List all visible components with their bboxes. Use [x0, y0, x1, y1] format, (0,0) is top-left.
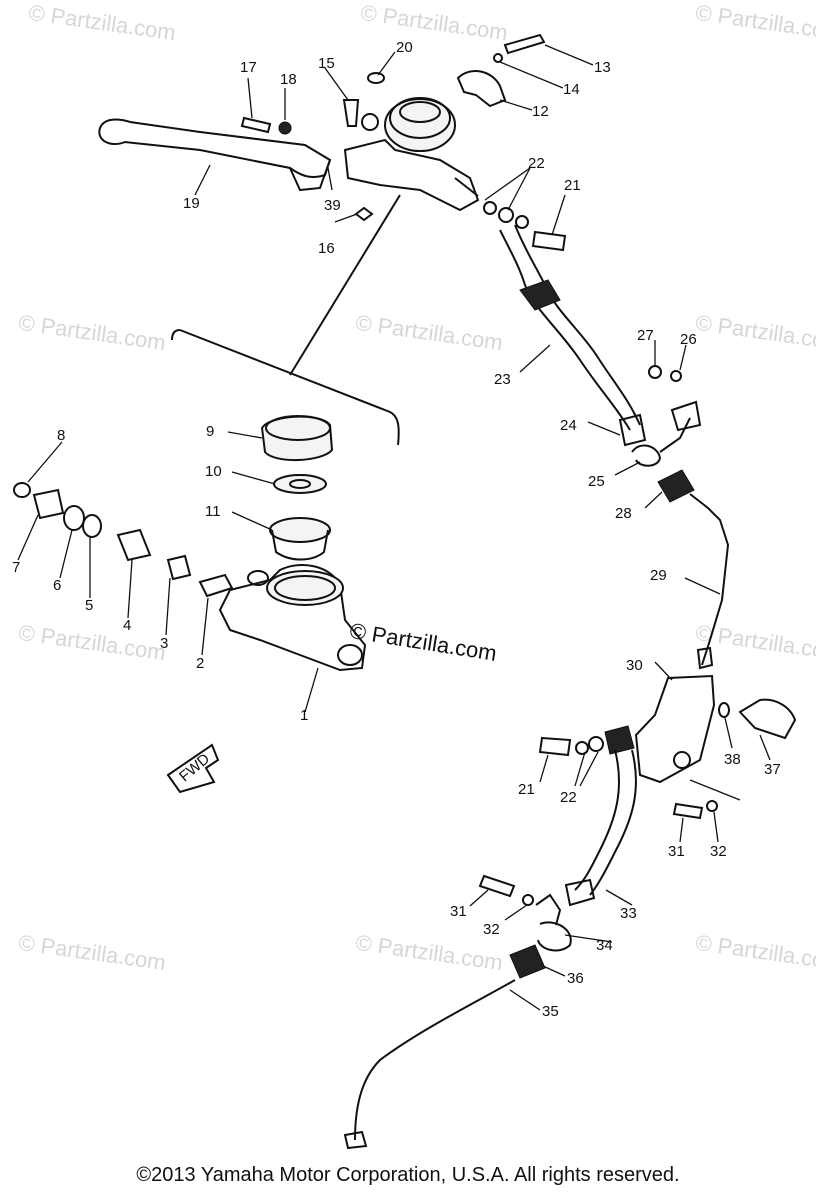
callout-28: 28 [615, 505, 632, 522]
callout-19: 19 [183, 195, 200, 212]
callout-8: 8 [57, 427, 65, 444]
callout-31: 31 [668, 843, 685, 860]
callout-26: 26 [680, 331, 697, 348]
callout-32-lower: 32 [483, 921, 500, 938]
callout-33: 33 [620, 905, 637, 922]
callout-17: 17 [240, 59, 257, 76]
callout-20: 20 [396, 39, 413, 56]
callouts: 1 2 3 4 5 6 7 8 9 10 11 12 13 14 15 16 1… [12, 39, 781, 1020]
callout-16: 16 [318, 240, 335, 257]
callout-1: 1 [300, 707, 308, 724]
leader-lines [17, 44, 771, 1011]
callout-36: 36 [567, 970, 584, 987]
callout-4: 4 [123, 617, 131, 634]
hose-guide-and-bracket [631, 365, 702, 467]
copyright-notice: ©2013 Yamaha Motor Corporation, U.S.A. A… [136, 1164, 680, 1186]
callout-27: 27 [637, 327, 654, 344]
callout-25: 25 [588, 473, 605, 490]
callout-3: 3 [160, 635, 168, 652]
fwd-arrow: FWD [166, 743, 220, 794]
brake-lever [98, 118, 332, 192]
callout-35: 35 [542, 1003, 559, 1020]
callout-14: 14 [563, 81, 580, 98]
callout-22: 22 [528, 155, 545, 172]
callout-30: 30 [626, 657, 643, 674]
callout-31-lower: 31 [450, 903, 467, 920]
upper-bolts [240, 33, 567, 252]
callout-34: 34 [596, 937, 613, 954]
callout-18: 18 [280, 71, 297, 88]
callout-15: 15 [318, 55, 335, 72]
callout-5: 5 [85, 597, 93, 614]
callout-10: 10 [205, 463, 222, 480]
callout-38: 38 [724, 751, 741, 768]
callout-22-lower: 22 [560, 789, 577, 806]
upper-clamp [456, 70, 507, 108]
callout-39: 39 [324, 197, 341, 214]
callout-2: 2 [196, 655, 204, 672]
callout-37: 37 [764, 761, 781, 778]
callout-24: 24 [560, 417, 577, 434]
fwd-label: FWD [176, 750, 213, 785]
callout-9: 9 [206, 423, 214, 440]
callout-6: 6 [53, 577, 61, 594]
exploded-master-cylinder [13, 194, 401, 672]
callout-11: 11 [205, 503, 221, 520]
callout-29: 29 [650, 567, 667, 584]
master-cylinder-upper [343, 97, 480, 212]
parts-diagram: FWD [12, 33, 797, 1150]
lower-assembly [343, 469, 797, 1150]
callout-12: 12 [532, 103, 549, 120]
callout-21-lower: 21 [518, 781, 535, 798]
callout-23: 23 [494, 371, 511, 388]
callout-32: 32 [710, 843, 727, 860]
upper-hose [499, 224, 647, 447]
callout-13: 13 [594, 59, 611, 76]
callout-7: 7 [12, 559, 20, 576]
callout-21: 21 [564, 177, 581, 194]
